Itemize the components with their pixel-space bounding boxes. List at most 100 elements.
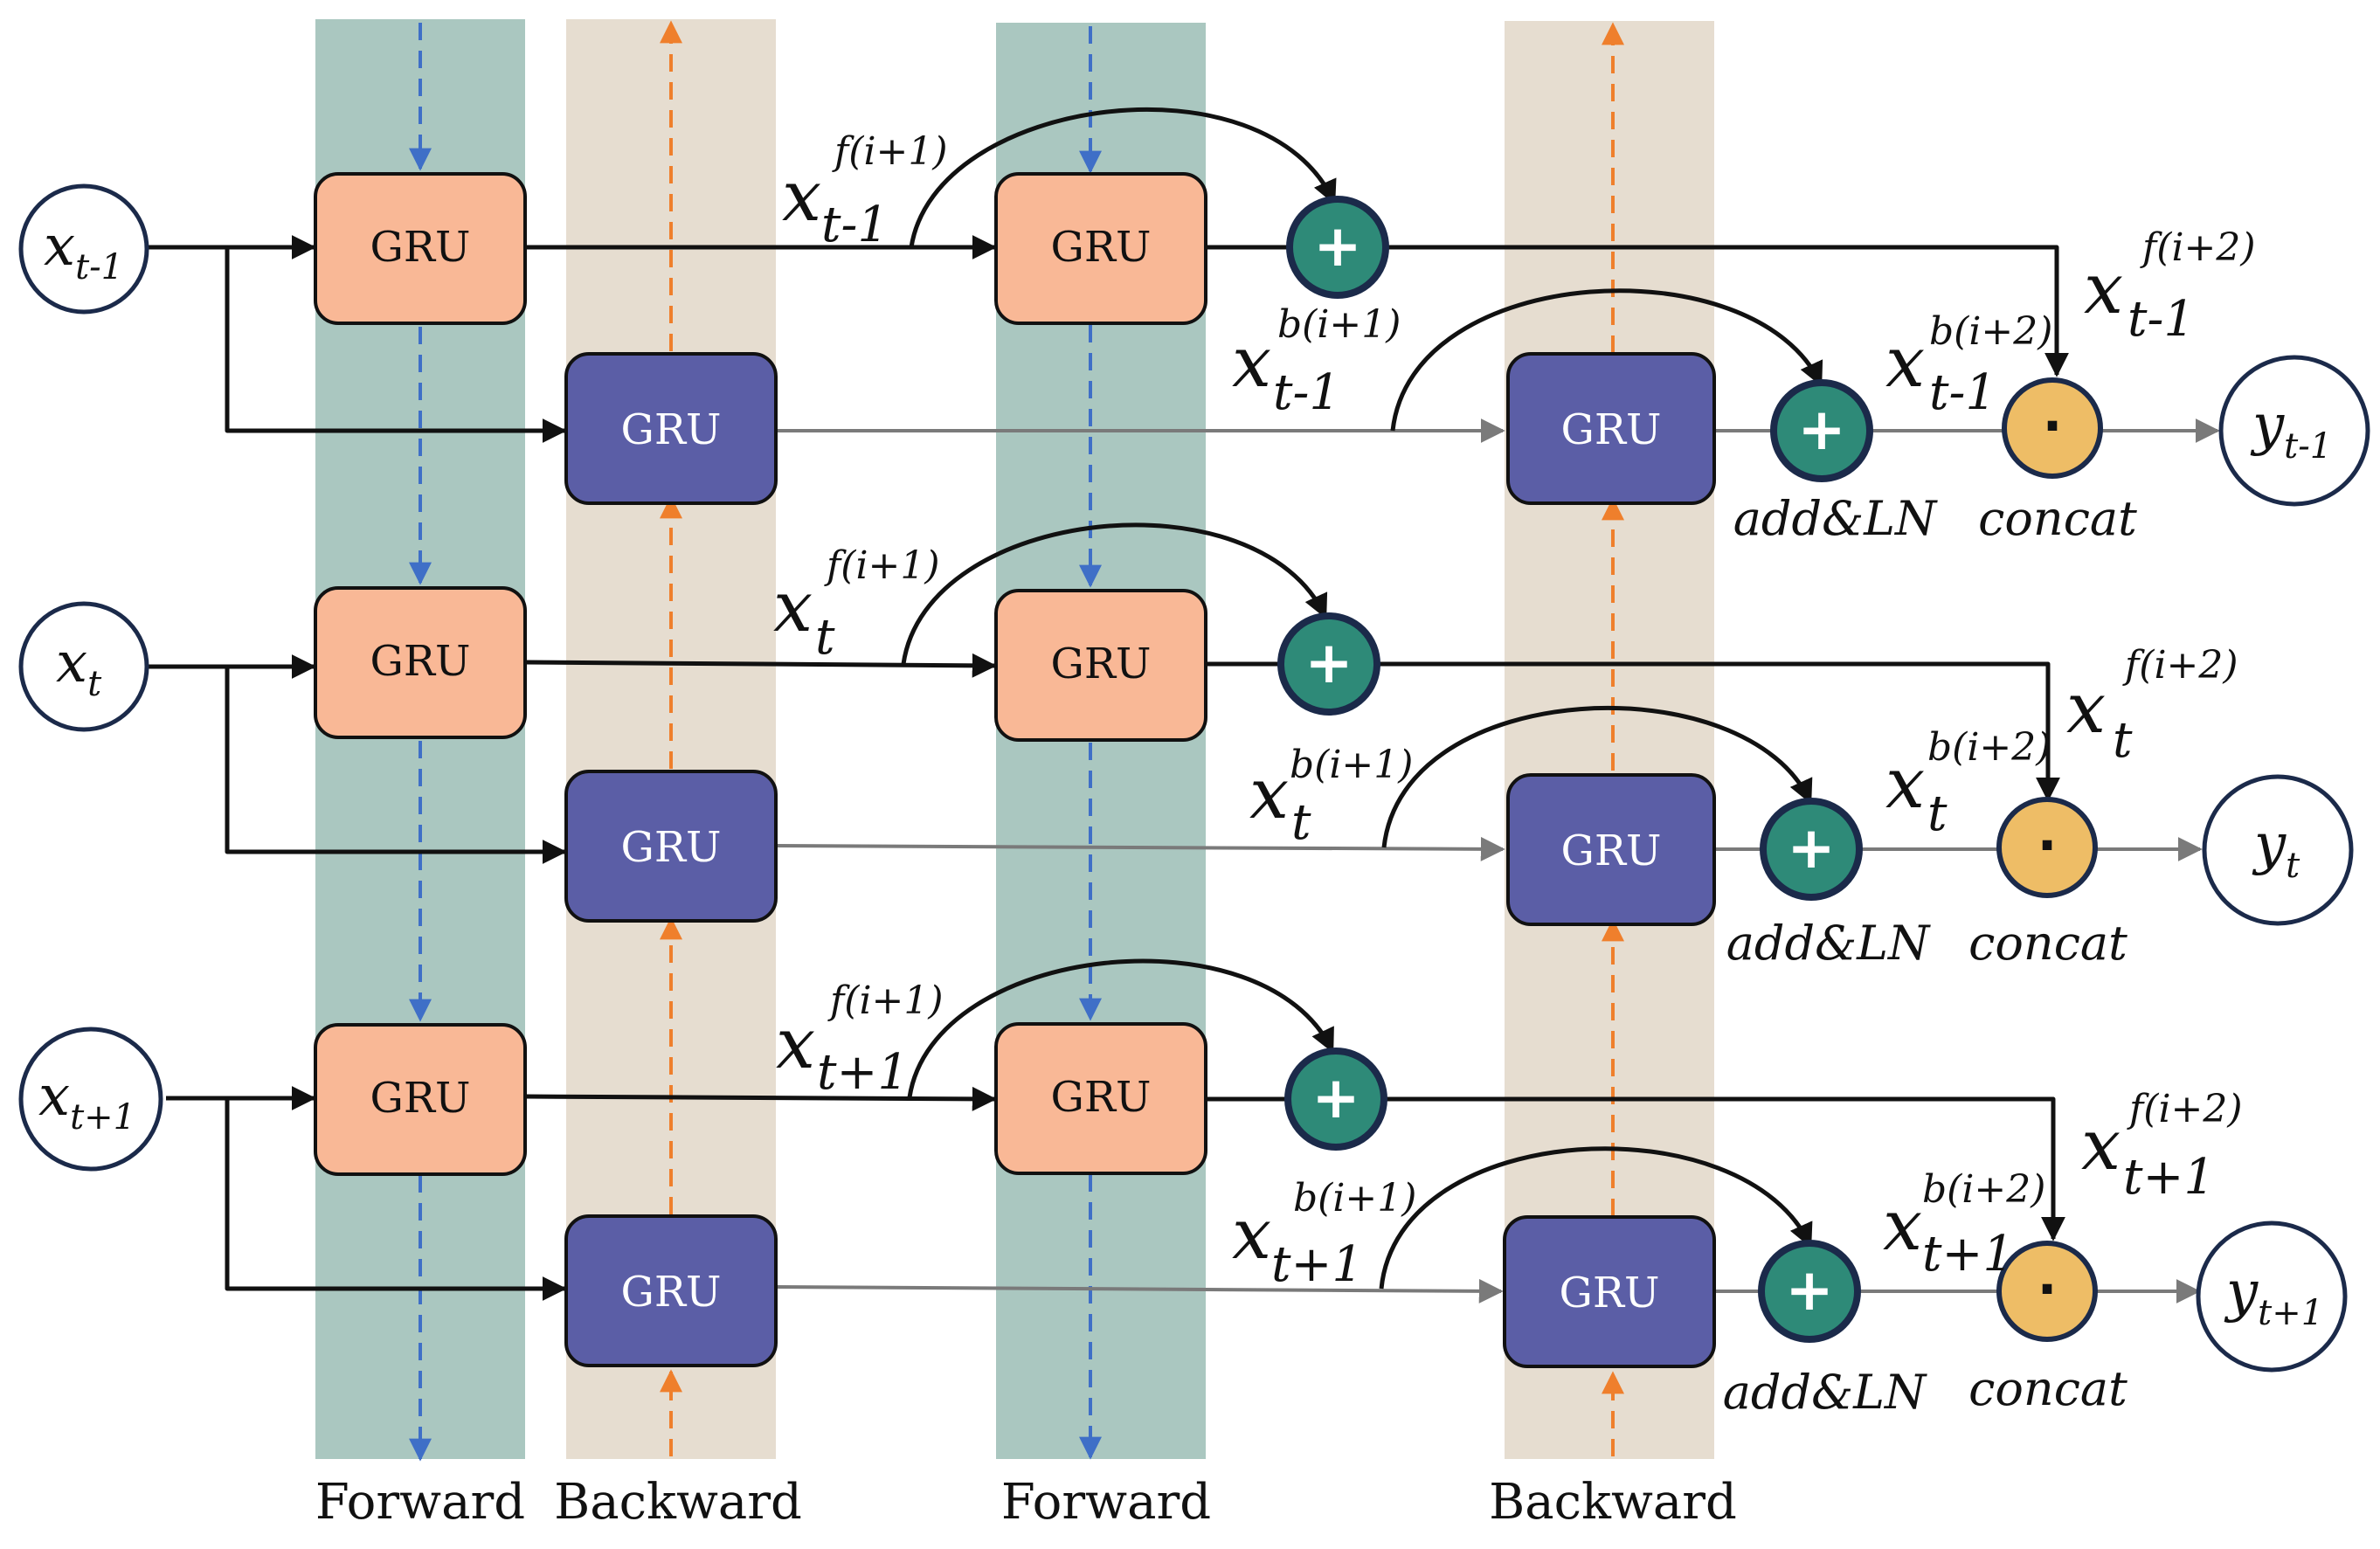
plus-icon: + [1313,212,1361,280]
band-label-forward-2: Forward [1001,1474,1211,1531]
label-superscript: f(i+2) [2140,225,2256,270]
svg-text:yt+1: yt+1 [2224,1260,2323,1333]
gru-forward-1-row-2: GRU [314,586,527,739]
label-subscript: t-1 [1929,364,1996,421]
gru-backward-2-row-2: GRU [1506,773,1716,926]
label-subscript: t-1 [1273,364,1340,421]
add-node-backward-row-2: + [1760,798,1863,901]
concat-node-row-2: · [1996,797,2098,898]
label-superscript: b(i+1) [1277,302,1401,347]
output-symbol: y [2250,393,2285,458]
gru-backward-2-row-1: GRU [1506,352,1716,505]
add-ln-caption: add&LN [1726,916,1931,971]
gru-backward-1-row-3: GRU [564,1214,778,1367]
gru-label: GRU [370,637,471,686]
input-branch-line [225,667,567,864]
plus-icon: + [1311,1064,1360,1131]
dot-icon: · [2038,1259,2058,1320]
input-symbol: x [38,1064,70,1129]
band-flow-arrows [409,20,1624,1462]
gru-backward-1-row-1: GRU [564,352,778,505]
gru-label: GRU [621,1268,722,1317]
plus-icon: + [1797,396,1845,463]
input-subscript: t-1 [75,247,123,287]
gru-forward-2-row-1: GRU [994,172,1207,325]
label-superscript: b(i+2) [1927,725,2051,770]
label-base: x [773,566,813,647]
forward-residual-arc [909,107,1337,248]
io-nodes: xt-1 xt xt+1 yt-1 yt yt+1 [18,183,2370,1373]
label-subscript: t+1 [817,1044,909,1101]
label-base: x [782,156,821,237]
output-node-row-1: yt-1 [2218,355,2370,507]
gru-label: GRU [621,823,722,872]
label-base: x [1232,1193,1271,1275]
gru-label: GRU [1561,405,1662,454]
label-subscript: t+1 [1922,1226,2014,1283]
connections [149,107,2220,1304]
svg-text:xt-1: xt-1 [44,214,123,287]
backward-output-label-row-2: x b(i+2) t [1885,725,2051,842]
label-base: x [1885,322,1925,403]
forward-output-label-row-3: x f(i+2) t+1 [2081,1087,2243,1206]
add-node-forward-row-3: + [1284,1048,1387,1151]
band-label-forward-1: Forward [315,1474,525,1531]
add-ln-caption: add&LN [1723,1365,1927,1420]
svg-text:xt: xt [56,631,102,704]
concat-node-row-3: · [1996,1241,2098,1342]
label-subscript: t [2113,712,2133,769]
svg-text:xt+1: xt+1 [38,1064,135,1138]
output-subscript: t+1 [2258,1293,2323,1333]
svg-text:yt: yt [2252,813,2300,886]
forward-residual-label-row-1: x f(i+1) t-1 [782,129,948,253]
input-branch-line [225,1098,567,1301]
backward-residual-arc [1390,288,1823,432]
input-symbol: x [44,214,75,279]
add-nodes: + + + + + + [1277,196,1873,1343]
band-labels: Forward Backward Forward Backward [315,1474,1737,1531]
label-base: x [2066,667,2106,749]
label-superscript: f(i+1) [824,543,940,588]
label-subscript: t-1 [2127,291,2195,348]
label-subscript: t [815,609,835,666]
backward-gru-link [775,836,1505,861]
label-base: x [776,1003,815,1084]
backward-gru-link [775,1278,1504,1304]
label-superscript: f(i+2) [2122,643,2238,688]
input-node-row-2: xt [18,601,149,732]
label-base: x [1883,1185,1922,1266]
backward-residual-label-row-2: x b(i+1) t [1249,743,1413,851]
input-symbol: x [56,631,87,695]
concat-node-row-1: · [2002,377,2103,479]
input-subscript: t [87,664,102,704]
label-superscript: f(i+1) [832,129,948,174]
math-labels: x f(i+1) t-1 x b(i+1) t-1 x f(i+2) t-1 x… [773,129,2256,1293]
label-base: x [2084,248,2123,329]
label-subscript: t+1 [2123,1149,2215,1206]
label-base: x [2081,1104,2121,1186]
forward-output-label-row-2: x f(i+2) t [2066,643,2238,769]
forward-gru-link [524,653,997,678]
operation-captions: add&LN concat add&LN concat add&LN conca… [1723,491,2137,1420]
label-base: x [1232,322,1271,403]
forward-add-to-concat [1377,661,2060,802]
input-branch-line [225,247,567,443]
plus-icon: + [1787,814,1835,882]
dot-icon: · [2038,815,2058,876]
input-node-row-1: xt-1 [18,183,149,315]
backward-residual-label-row-1: x b(i+1) t-1 [1232,302,1401,421]
forward-residual-arc [901,522,1328,665]
backward-output-label-row-1: x b(i+2) t-1 [1885,309,2052,421]
gru-label: GRU [1051,1073,1152,1122]
backward-residual-label-row-3: x b(i+1) t+1 [1232,1176,1416,1293]
band-label-backward-1: Backward [554,1474,802,1531]
output-node-row-3: yt+1 [2196,1221,2348,1373]
concat-caption: concat [1978,491,2137,546]
output-symbol: y [2224,1260,2259,1324]
output-subscript: t [2286,846,2300,886]
input-node-row-3: xt+1 [18,1027,163,1172]
concat-nodes: · · · [1996,377,2103,1342]
add-ln-caption: add&LN [1733,491,1938,546]
gru-forward-1-row-3: GRU [314,1023,527,1176]
